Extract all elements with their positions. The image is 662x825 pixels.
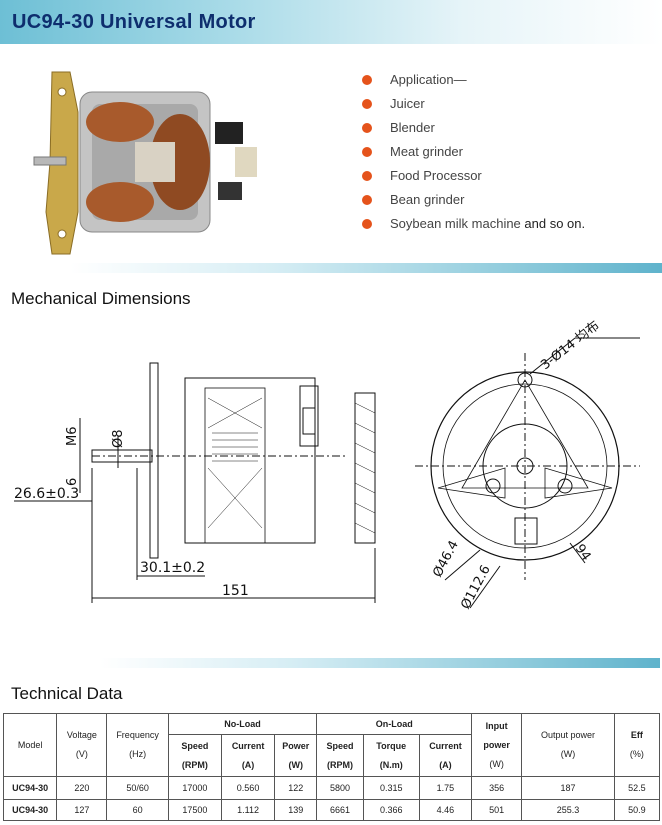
header-eff: Eff(%) [613, 713, 661, 777]
section-divider [100, 658, 660, 668]
dim-holes: 3-Ø14 均布 [538, 318, 602, 373]
bullet-icon [362, 123, 372, 133]
dimension-labels: M6 Ø8 6 26.6±0.3 30.1±0.2 151 3-Ø14 均布 Ø… [14, 318, 603, 612]
header-no-load: No-Load [167, 713, 318, 735]
header-on-load-torque: Torque(N.m) [362, 734, 420, 777]
dim-151: 151 [222, 583, 249, 599]
header-model: Model [2, 713, 58, 777]
table-row: UC94-30 127 60 17500 1.112 139 6661 0.36… [2, 799, 661, 821]
dim-46-4: Ø46.4 [430, 538, 462, 580]
list-item: Blender [362, 120, 585, 144]
mechanical-dimensions-title: Mechanical Dimensions [11, 289, 191, 308]
section-divider [70, 263, 662, 273]
bullet-icon [362, 171, 372, 181]
list-item: Food Processor [362, 168, 585, 192]
header-no-load-power: Power(W) [274, 734, 318, 777]
header-on-load-speed: Speed(RPM) [316, 734, 364, 777]
application-list: Application— Juicer Blender Meat grinder… [362, 72, 585, 240]
bullet-icon [362, 219, 372, 229]
header-no-load-speed: Speed(RPM) [167, 734, 222, 777]
list-item: Application— [362, 72, 585, 96]
dim-112-6: Ø112.6 [458, 563, 494, 612]
mechanical-drawing: M6 Ø8 6 26.6±0.3 30.1±0.2 151 3-Ø14 均布 Ø… [14, 318, 640, 612]
table-row: UC94-30 220 50/60 17000 0.560 122 5800 0… [2, 776, 661, 800]
technical-data-table: Model Voltage(V) Frequency(Hz) No-Load O… [2, 713, 661, 821]
motor-photo [33, 71, 257, 255]
dim-26-6: 26.6±0.3 [14, 486, 79, 502]
dim-phi8: Ø8 [111, 429, 126, 448]
list-item: Soybean milk machine and so on. [362, 216, 585, 240]
header-frequency: Frequency(Hz) [106, 713, 169, 777]
bullet-icon [362, 195, 372, 205]
header-on-load: On-Load [316, 713, 473, 735]
dim-30-1: 30.1±0.2 [140, 560, 205, 576]
list-item: Bean grinder [362, 192, 585, 216]
side-view-body [184, 377, 316, 544]
technical-data-title: Technical Data [11, 684, 123, 703]
dim-6: 6 [65, 478, 80, 486]
page-title: UC94-30 Universal Motor [12, 11, 256, 33]
bullet-icon [362, 75, 372, 85]
list-item: Meat grinder [362, 144, 585, 168]
header-on-load-current: Current(A) [418, 734, 473, 777]
header-no-load-current: Current(A) [220, 734, 276, 777]
list-item: Juicer [362, 96, 585, 120]
header-voltage: Voltage(V) [56, 713, 108, 777]
bullet-icon [362, 147, 372, 157]
header-output-power: Output power(W) [521, 713, 615, 777]
bullet-icon [362, 99, 372, 109]
dim-m6: M6 [65, 427, 80, 447]
title-bar: UC94-30 Universal Motor [0, 0, 662, 44]
